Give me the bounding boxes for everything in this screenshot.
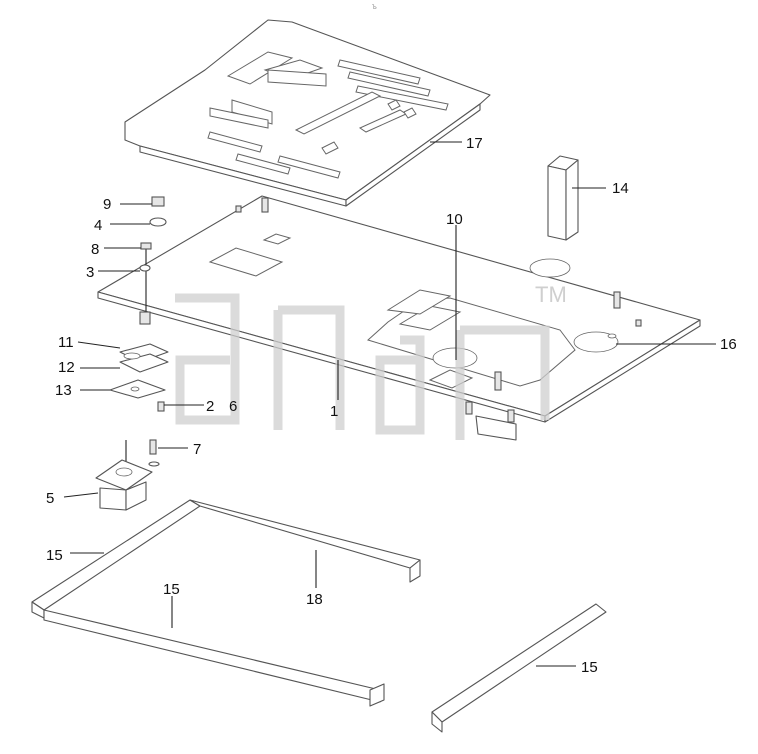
- callout-4: 4: [94, 217, 102, 234]
- callout-3: 3: [86, 264, 94, 281]
- top-mark: Ъ: [372, 5, 377, 11]
- callout-5: 5: [46, 490, 54, 507]
- callout-15-middle: 15: [163, 581, 180, 598]
- mount-part-5: [95, 439, 160, 511]
- watermark: TM: [175, 282, 567, 440]
- block-part-14: [547, 155, 579, 241]
- callout-13: 13: [55, 382, 72, 399]
- callout-9: 9: [103, 196, 111, 213]
- callout-1: 1: [330, 403, 338, 420]
- leader-lines: [63, 141, 716, 667]
- callout-15-right: 15: [581, 659, 598, 676]
- callout-12: 12: [58, 359, 75, 376]
- callout-11: 11: [58, 334, 74, 351]
- callout-labels: 17 14 9 4 8 3 10 16 11 12 13 2 6 1 7 5 1…: [46, 135, 737, 676]
- floor-mat-part-17: [124, 19, 491, 207]
- callout-6: 6: [229, 398, 237, 415]
- callout-14: 14: [612, 180, 629, 197]
- callout-18: 18: [306, 591, 323, 608]
- callout-8: 8: [91, 241, 99, 258]
- callout-10: 10: [446, 211, 463, 228]
- main-plate: [97, 195, 701, 441]
- mount-plates: [109, 343, 169, 412]
- callout-15-left: 15: [46, 547, 63, 564]
- frame-parts: [31, 499, 607, 733]
- callout-7: 7: [193, 441, 201, 458]
- watermark-tm: TM: [535, 282, 567, 307]
- callout-17: 17: [466, 135, 483, 152]
- callout-2: 2: [206, 398, 214, 415]
- callout-16: 16: [720, 336, 737, 353]
- fasteners-column: [139, 196, 167, 325]
